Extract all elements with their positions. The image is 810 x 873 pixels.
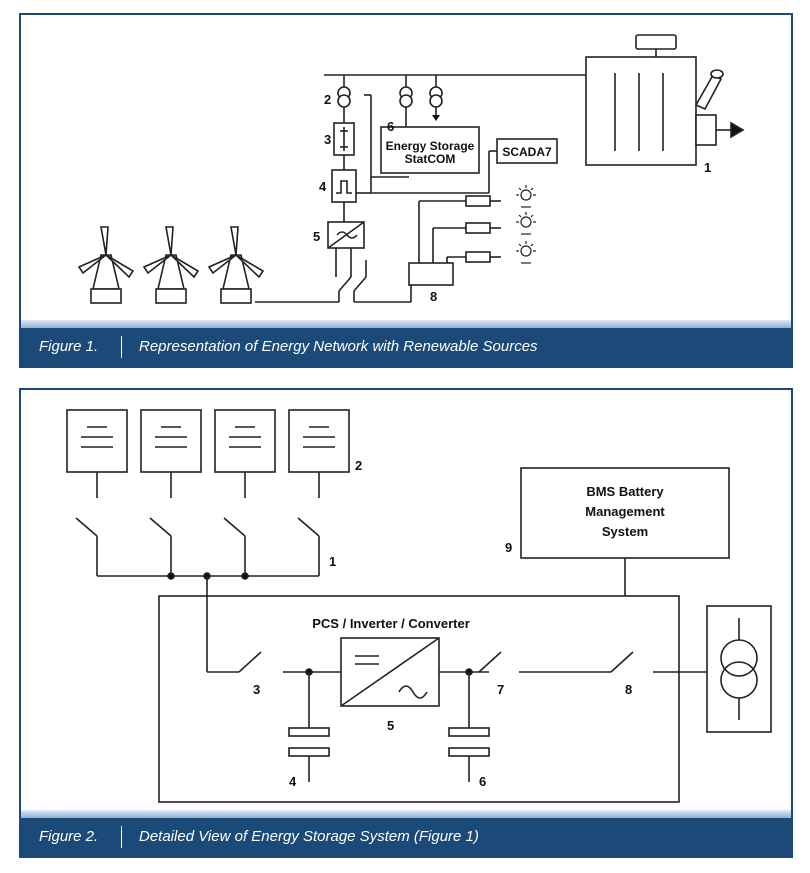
label-5: 5 [313, 229, 320, 244]
wind-turbine-icon [142, 226, 200, 304]
junction-8-box [408, 262, 454, 286]
load-resistor-icons [465, 195, 501, 263]
transformer-icon [706, 605, 772, 733]
bms-label-line2: Management [585, 504, 665, 519]
label-7: 7 [497, 682, 504, 697]
battery-module-icon [66, 409, 128, 498]
figure-2-panel: 2 1 9 3 5 7 8 4 6 PCS / Inverter / Conve… [19, 388, 793, 858]
label-5: 5 [387, 718, 394, 733]
energy-storage-diagram: 2 1 9 3 5 7 8 4 6 PCS / Inverter / Conve… [66, 409, 772, 803]
label-3: 3 [324, 132, 331, 147]
label-6: 6 [387, 119, 394, 134]
wind-turbine-icon [77, 226, 135, 304]
figure-1-panel: 2 3 4 5 6 1 8 Energy Storage StatCOM SCA… [19, 13, 793, 368]
label-9: 9 [505, 540, 512, 555]
label-4: 4 [319, 179, 327, 194]
breaker-4-icon [331, 169, 357, 203]
capacitor-6-icon [448, 672, 490, 782]
wind-turbine-icon [207, 226, 265, 304]
label-3: 3 [253, 682, 260, 697]
figure-1-title: Representation of Energy Network with Re… [139, 338, 538, 355]
energy-network-diagram: 2 3 4 5 6 1 8 Energy Storage StatCOM SCA… [77, 34, 745, 304]
storage-label-line2: StatCOM [405, 152, 456, 166]
figure-2-title: Detailed View of Energy Storage System (… [139, 828, 479, 845]
capacitor-4-icon [288, 672, 330, 782]
pcs-enclosure [158, 595, 680, 803]
scada-box [496, 138, 558, 164]
bms-box [520, 467, 730, 559]
converter-5-icon [327, 221, 365, 249]
bms-label-line1: BMS Battery [586, 484, 664, 499]
figure-2-label: Figure 2. [39, 828, 99, 845]
pcs-label: PCS / Inverter / Converter [312, 616, 470, 631]
energy-storage-box [380, 126, 480, 174]
label-1: 1 [329, 554, 336, 569]
figure-1-label: Figure 1. [39, 338, 99, 355]
bms-label-line3: System [602, 524, 648, 539]
battery-module-icon [214, 409, 276, 498]
lamp-icons [516, 185, 536, 264]
battery-module-icon [140, 409, 202, 498]
figure-2-caption: Figure 2. Detailed View of Energy Storag… [21, 810, 791, 856]
filter-3-icon [333, 122, 355, 156]
scada-label: SCADA7 [502, 145, 552, 159]
battery-module-icon [288, 409, 350, 498]
label-2: 2 [355, 458, 362, 473]
label-1: 1 [704, 160, 711, 175]
transformer-2-icon [337, 86, 351, 108]
label-2: 2 [324, 92, 331, 107]
figure-1-caption: Figure 1. Representation of Energy Netwo… [21, 320, 791, 366]
label-6: 6 [479, 774, 486, 789]
generator-icon [585, 34, 745, 166]
label-8: 8 [430, 289, 437, 304]
label-8: 8 [625, 682, 632, 697]
inverter-icon [340, 637, 440, 707]
label-4: 4 [289, 774, 297, 789]
storage-label-line1: Energy Storage [386, 139, 475, 153]
